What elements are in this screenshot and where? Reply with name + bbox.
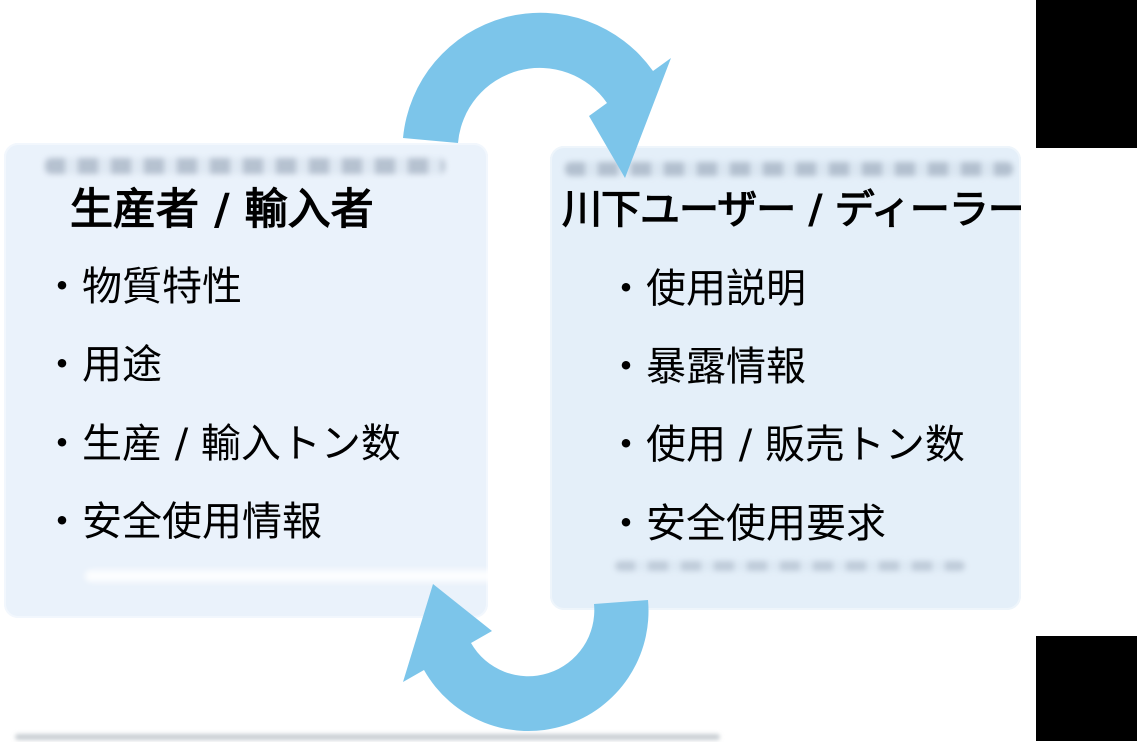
list-item: ・安全使用情報 xyxy=(42,498,322,545)
producer-importer-box: 生産者 / 輸入者 ・物質特性 ・用途 ・生産 / 輸入トン数 ・安全使用情報 xyxy=(4,143,488,618)
producer-importer-title: 生産者 / 輸入者 xyxy=(70,185,374,235)
list-item: ・使用 / 販売トン数 xyxy=(606,422,965,469)
list-item: ・使用説明 xyxy=(606,266,806,312)
downstream-user-dealer-title: 川下ユーザー / ディーラー xyxy=(562,188,1021,232)
redacted-area-top-right xyxy=(1036,0,1137,148)
downstream-user-dealer-list: ・使用説明 ・暴露情報 ・使用 / 販売トン数 ・安全使用要求 xyxy=(606,266,1021,547)
erased-text-smudge xyxy=(615,561,965,571)
producer-importer-list: ・物質特性 ・用途 ・生産 / 輸入トン数 ・安全使用情報 xyxy=(42,266,488,544)
list-item: ・生産 / 輸入トン数 xyxy=(42,420,401,467)
erased-text-smudge xyxy=(45,158,445,174)
erased-text-smudge xyxy=(85,570,495,582)
list-item: ・用途 xyxy=(42,342,162,389)
downstream-user-dealer-box: 川下ユーザー / ディーラー ・使用説明 ・暴露情報 ・使用 / 販売トン数 ・… xyxy=(550,146,1021,610)
redacted-area-bottom-right xyxy=(1036,636,1137,741)
erased-text-smudge xyxy=(565,162,1013,176)
erased-text-smudge xyxy=(15,734,720,740)
list-item: ・暴露情報 xyxy=(606,344,806,391)
list-item: ・物質特性 xyxy=(42,264,242,311)
list-item: ・安全使用要求 xyxy=(606,500,886,547)
